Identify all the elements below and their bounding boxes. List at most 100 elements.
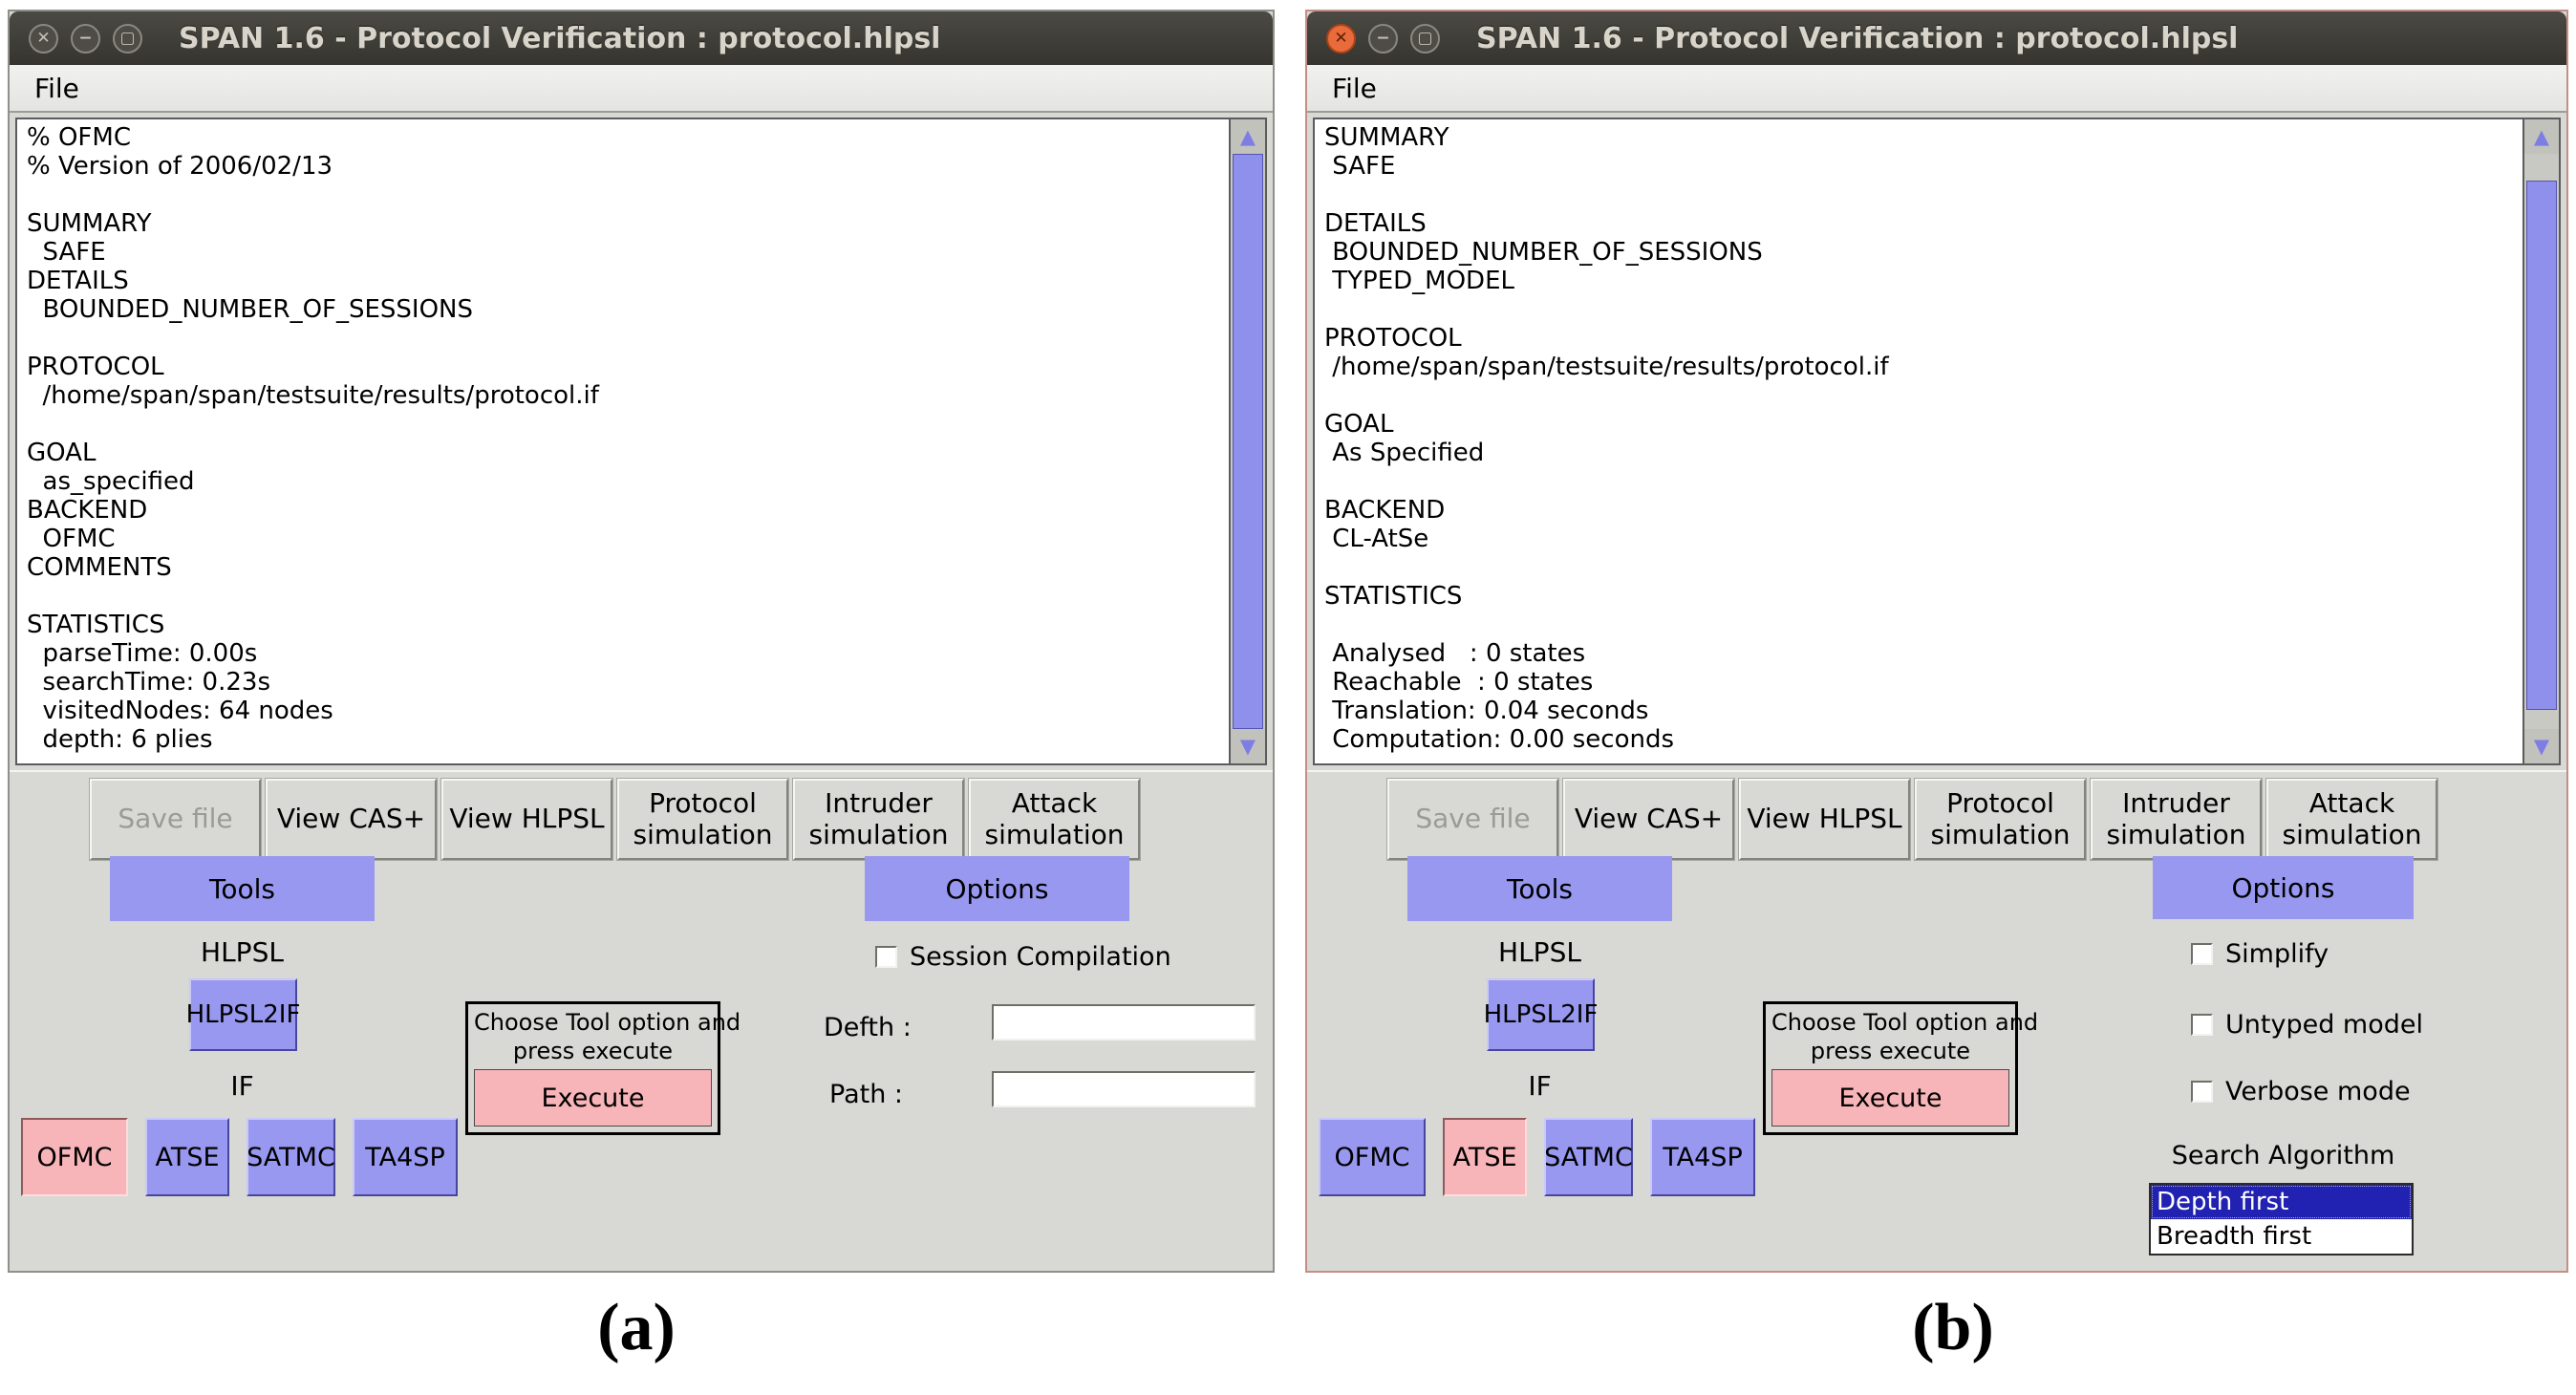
untyped-model-checkbox[interactable] [2191,1014,2213,1036]
backend-buttons: OFMC ATSE SATMC TA4SP [21,1118,458,1196]
scroll-down-icon[interactable]: ▼ [2524,729,2559,763]
search-option-depth-first[interactable]: Depth first [2151,1185,2412,1219]
defth-label: Defth : [824,1013,912,1042]
titlebar[interactable]: ✕ − ▢ SPAN 1.6 - Protocol Verification :… [10,11,1273,65]
view-cas-button[interactable]: View CAS+ [266,779,437,860]
if-label: IF [230,1070,254,1102]
hlpsl-label: HLPSL [1498,936,1581,968]
atse-button[interactable]: ATSE [145,1118,229,1196]
ofmc-button[interactable]: OFMC [1319,1118,1426,1196]
search-algorithm-listbox: Depth first Breadth first [2149,1183,2414,1256]
execute-hint-line2: press execute [512,1038,674,1064]
satmc-button[interactable]: SATMC [1544,1118,1633,1196]
execute-hint-line1: Choose Tool option and [474,1009,741,1036]
protocol-simulation-button[interactable]: Protocol simulation [617,779,788,860]
minimize-icon[interactable]: − [1368,23,1398,54]
atse-button[interactable]: ATSE [1443,1118,1527,1196]
span-window-atse: ✕ − ▢ SPAN 1.6 - Protocol Verification :… [1305,10,2568,1273]
window-controls: ✕ − ▢ [1326,23,1440,54]
close-icon[interactable]: ✕ [1326,23,1356,54]
titlebar[interactable]: ✕ − ▢ SPAN 1.6 - Protocol Verification :… [1307,11,2566,65]
verification-output-area: SUMMARY SAFE DETAILS BOUNDED_NUMBER_OF_S… [1313,118,2561,765]
search-option-breadth-first[interactable]: Breadth first [2151,1219,2412,1254]
ofmc-button[interactable]: OFMC [21,1118,128,1196]
maximize-icon[interactable]: ▢ [113,23,142,54]
ta4sp-button[interactable]: TA4SP [353,1118,458,1196]
menu-file[interactable]: File [34,72,79,104]
execute-button[interactable]: Execute [1771,1069,2009,1127]
attack-simulation-button[interactable]: Attack simulation [969,779,1140,860]
verbose-mode-label: Verbose mode [2225,1077,2411,1106]
tools-tab[interactable]: Tools [110,856,375,921]
execute-hint-line2: press execute [1810,1038,1971,1064]
control-panel: Save file View CAS+ View HLPSL Protocol … [10,770,1273,1271]
simplify-checkbox[interactable] [2191,943,2213,965]
span-window-ofmc: ✕ − ▢ SPAN 1.6 - Protocol Verification :… [8,10,1275,1273]
verbose-mode-checkbox[interactable] [2191,1081,2213,1103]
intruder-simulation-button[interactable]: Intruder simulation [793,779,964,860]
untyped-model-option: Untyped model [2191,1010,2423,1040]
attack-simulation-button[interactable]: Attack simulation [2266,779,2437,860]
toolbar: Save file View CAS+ View HLPSL Protocol … [1387,779,2437,860]
execute-button[interactable]: Execute [474,1069,712,1127]
save-file-button[interactable]: Save file [1387,779,1558,860]
session-compilation-option: Session Compilation [875,942,1171,972]
menu-file[interactable]: File [1332,72,1377,104]
execute-hint-line1: Choose Tool option and [1771,1009,2039,1036]
session-compilation-label: Session Compilation [910,942,1171,972]
menubar: File [1307,65,2566,113]
save-file-button[interactable]: Save file [90,779,261,860]
options-tab[interactable]: Options [865,856,1129,921]
verification-output-area: % OFMC % Version of 2006/02/13 SUMMARY S… [15,118,1267,765]
minimize-icon[interactable]: − [71,23,100,54]
control-panel: Save file View CAS+ View HLPSL Protocol … [1307,770,2566,1271]
untyped-model-label: Untyped model [2225,1010,2423,1040]
close-icon[interactable]: ✕ [29,23,58,54]
vertical-scrollbar[interactable]: ▲ ▼ [2522,119,2559,763]
console-frame: % OFMC % Version of 2006/02/13 SUMMARY S… [10,113,1273,770]
protocol-simulation-button[interactable]: Protocol simulation [1915,779,2086,860]
console-output: % OFMC % Version of 2006/02/13 SUMMARY S… [27,123,599,754]
intruder-simulation-button[interactable]: Intruder simulation [2091,779,2262,860]
hlpsl-label: HLPSL [201,936,284,968]
scroll-up-icon[interactable]: ▲ [2524,119,2559,154]
satmc-button[interactable]: SATMC [247,1118,335,1196]
verbose-mode-option: Verbose mode [2191,1077,2411,1106]
hlpsl2if-button[interactable]: HLPSL2IF [1484,978,1598,1051]
path-input[interactable] [992,1071,1256,1107]
hlpsl2if-button[interactable]: HLPSL2IF [186,978,300,1051]
window-controls: ✕ − ▢ [29,23,142,54]
view-hlpsl-button[interactable]: View HLPSL [1739,779,1910,860]
view-cas-button[interactable]: View CAS+ [1563,779,1734,860]
ta4sp-button[interactable]: TA4SP [1650,1118,1755,1196]
path-label: Path : [829,1080,903,1109]
maximize-icon[interactable]: ▢ [1410,23,1440,54]
figure-caption-a: (a) [597,1291,676,1364]
scrollbar-thumb[interactable] [1233,154,1263,729]
if-label: IF [1528,1070,1552,1102]
scrollbar-track[interactable] [2524,154,2559,729]
backend-buttons: OFMC ATSE SATMC TA4SP [1319,1118,1755,1196]
tools-tab[interactable]: Tools [1407,856,1672,921]
scroll-down-icon[interactable]: ▼ [1231,729,1265,763]
scrollbar-thumb[interactable] [2526,181,2557,710]
figure-caption-b: (b) [1912,1291,1994,1364]
window-title: SPAN 1.6 - Protocol Verification : proto… [1476,21,2239,55]
console-output: SUMMARY SAFE DETAILS BOUNDED_NUMBER_OF_S… [1324,123,1889,754]
toolbar: Save file View CAS+ View HLPSL Protocol … [90,779,1140,860]
execute-box: Choose Tool option and press execute Exe… [465,1001,741,1135]
simplify-option: Simplify [2191,939,2329,969]
scrollbar-track[interactable] [1231,154,1265,729]
menubar: File [10,65,1273,113]
options-tab[interactable]: Options [2153,856,2414,919]
defth-input[interactable] [992,1004,1256,1041]
window-title: SPAN 1.6 - Protocol Verification : proto… [179,21,941,55]
vertical-scrollbar[interactable]: ▲ ▼ [1229,119,1265,763]
search-algorithm-label: Search Algorithm [2171,1141,2395,1170]
console-frame: SUMMARY SAFE DETAILS BOUNDED_NUMBER_OF_S… [1307,113,2566,770]
scroll-up-icon[interactable]: ▲ [1231,119,1265,154]
session-compilation-checkbox[interactable] [875,946,897,968]
execute-box: Choose Tool option and press execute Exe… [1763,1001,2039,1135]
view-hlpsl-button[interactable]: View HLPSL [441,779,612,860]
simplify-label: Simplify [2225,939,2329,969]
